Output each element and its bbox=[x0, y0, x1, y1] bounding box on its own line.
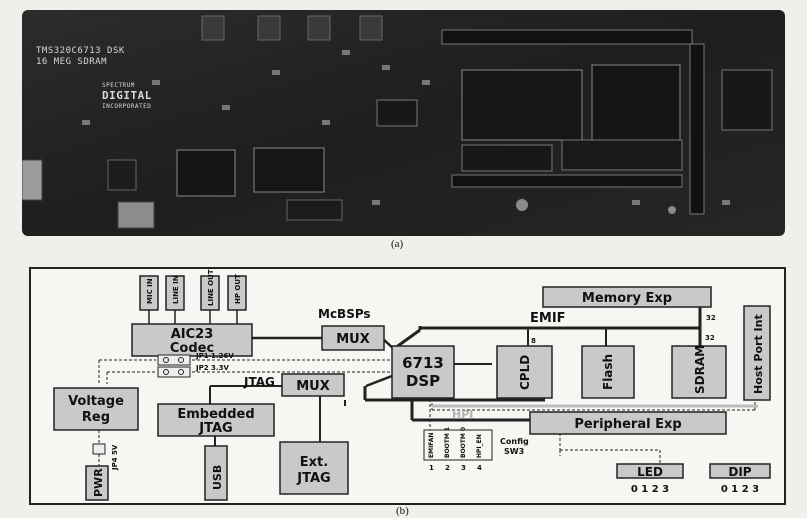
bus-width-1: 32 bbox=[706, 314, 716, 322]
sdram-label: SDRAM bbox=[693, 345, 707, 394]
bus-width-2: 32 bbox=[705, 334, 715, 342]
jp1-jumper bbox=[158, 355, 190, 365]
dsp-label-1: 6713 bbox=[402, 354, 444, 372]
jp4-label: JP4 5V bbox=[111, 444, 119, 471]
extjtag-label-2: JTAG bbox=[296, 471, 330, 486]
emif-label: EMIF bbox=[530, 311, 566, 326]
led-label: LED bbox=[637, 465, 663, 479]
jp2-label: JP2 3.3V bbox=[195, 364, 229, 372]
jp4-jumper bbox=[93, 444, 105, 454]
vreg-label-2: Reg bbox=[82, 410, 110, 425]
vreg-label-1: Voltage bbox=[68, 394, 124, 409]
switch-number-4: 4 bbox=[477, 464, 482, 472]
config-label-2: SW3 bbox=[504, 447, 524, 456]
jack-label-hp-out: HP OUT bbox=[234, 274, 242, 304]
switch-label-1: EMIFAN bbox=[428, 433, 435, 458]
switch-label-3: BOOTM 0 bbox=[460, 427, 467, 458]
switch-label-2: BOOTM 1 bbox=[444, 427, 451, 458]
led-digits: 0 1 2 3 bbox=[631, 484, 669, 495]
caption-b: (b) bbox=[396, 505, 409, 517]
mcbsps-label: McBSPs bbox=[318, 307, 371, 321]
switch-number-1: 1 bbox=[429, 464, 434, 472]
cpld-label: CPLD bbox=[518, 355, 532, 390]
jp2-jumper bbox=[158, 367, 190, 377]
pwr-label: PWR bbox=[92, 468, 105, 497]
mux-mcbsp-label: MUX bbox=[336, 332, 370, 347]
dsp-label-2: DSP bbox=[406, 372, 440, 390]
ejtag-label-2: JTAG bbox=[198, 421, 232, 436]
switch-number-2: 2 bbox=[445, 464, 450, 472]
memory-exp-label: Memory Exp bbox=[582, 291, 672, 306]
config-label-1: Config bbox=[500, 437, 529, 446]
flash-label: Flash bbox=[601, 354, 615, 390]
dip-digits: 0 1 2 3 bbox=[721, 484, 759, 495]
switch-label-4: HPI_EN bbox=[476, 434, 483, 458]
jack-label-line-out: LINE OUT bbox=[207, 269, 215, 306]
usb-label: USB bbox=[211, 465, 224, 490]
peripheral-exp-label: Peripheral Exp bbox=[574, 417, 681, 432]
mux-jtag-label: MUX bbox=[296, 379, 330, 394]
ejtag-label-1: Embedded bbox=[177, 407, 254, 422]
cpld-bus-width: 8 bbox=[531, 337, 536, 345]
jp1-label: JP1 1.26V bbox=[195, 352, 234, 360]
jtag-label: JTAG bbox=[243, 375, 275, 389]
extjtag-label-1: Ext. bbox=[300, 455, 328, 470]
jack-label-mic-in: MIC IN bbox=[146, 278, 154, 304]
codec-label-1: AIC23 bbox=[171, 327, 214, 342]
jack-label-line-in: LINE IN bbox=[172, 275, 180, 304]
switch-number-3: 3 bbox=[461, 464, 466, 472]
dip-label: DIP bbox=[728, 465, 751, 479]
host-port-label: Host Port Int bbox=[752, 314, 765, 394]
hpi-label: HPI bbox=[452, 408, 473, 421]
